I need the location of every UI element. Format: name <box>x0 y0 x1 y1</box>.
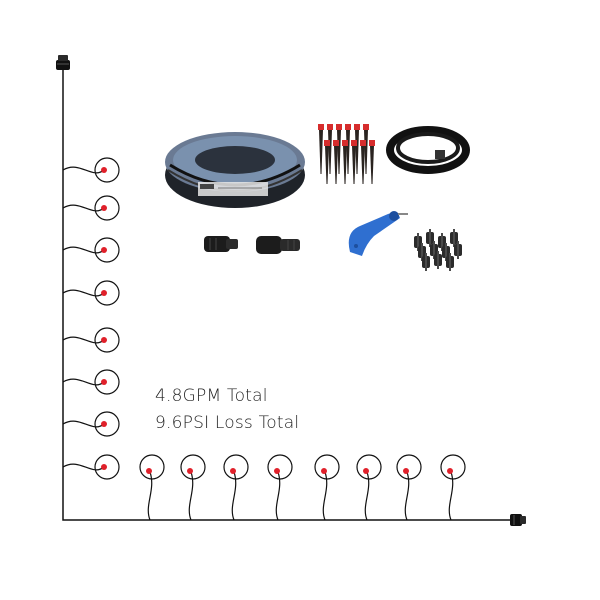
stake-cap <box>360 140 366 146</box>
emitter-ring <box>94 369 120 395</box>
emitter-dot <box>101 464 107 470</box>
emitter-dot <box>321 468 327 474</box>
emitter-dot <box>146 468 152 474</box>
emitter <box>62 327 120 353</box>
stake-cap <box>324 140 330 146</box>
stake-spike <box>334 146 338 184</box>
emitter-ring <box>94 280 120 306</box>
emitter-dot <box>447 468 453 474</box>
stake-cap <box>354 124 360 130</box>
emitter <box>356 454 382 521</box>
micro-tube-line <box>62 289 105 297</box>
emitter-ring <box>440 454 466 480</box>
emitter-dot <box>101 205 107 211</box>
emitter-ring <box>180 454 206 480</box>
emitter <box>62 280 120 306</box>
right-end-cap-icon <box>510 514 526 526</box>
stake-spike <box>370 146 374 184</box>
emitter-dot <box>403 468 409 474</box>
emitter-ring <box>396 454 422 480</box>
micro-tube-line <box>404 471 410 521</box>
emitter-dot <box>101 421 107 427</box>
micro-tube-line <box>62 166 105 174</box>
barbed-connector-icon <box>414 229 462 271</box>
stake-cap <box>369 140 375 146</box>
stake-cap <box>345 124 351 130</box>
emitter <box>62 411 120 437</box>
end-cap-icon <box>204 236 300 254</box>
emitter-ring <box>139 454 165 480</box>
emitter-ring <box>267 454 293 480</box>
micro-tube-line <box>62 378 105 386</box>
micro-tube-line <box>448 471 454 521</box>
micro-tube-line <box>62 420 105 428</box>
emitter <box>139 454 165 521</box>
emitter-dot <box>101 337 107 343</box>
total-flow-label: 4.8GPM Total <box>155 386 268 406</box>
stake-cap <box>351 140 357 146</box>
stake-cap <box>336 124 342 130</box>
micro-tube-line <box>364 471 370 521</box>
micro-tubing-icon <box>386 126 470 174</box>
emitter-group <box>62 157 466 521</box>
micro-tube-line <box>62 463 105 471</box>
emitter-ring <box>356 454 382 480</box>
stake-spike <box>343 146 347 184</box>
emitter-ring <box>223 454 249 480</box>
emitter <box>62 369 120 395</box>
stake-cap <box>363 124 369 130</box>
emitter-ring <box>314 454 340 480</box>
emitter-dot <box>363 468 369 474</box>
emitter-ring <box>94 327 120 353</box>
emitter-dot <box>101 167 107 173</box>
emitter-dot <box>101 290 107 296</box>
emitter <box>396 454 422 521</box>
mainline-tubing <box>62 70 512 521</box>
emitter <box>223 454 249 521</box>
stake-cap <box>333 140 339 146</box>
emitter <box>62 237 120 263</box>
stake-cap <box>318 124 324 130</box>
drip-stake-icon <box>318 124 375 184</box>
micro-tube-line <box>188 471 194 521</box>
mainline-path <box>62 70 512 521</box>
tubing-coil-icon <box>165 132 305 208</box>
emitter <box>314 454 340 521</box>
micro-tube-line <box>275 471 281 521</box>
emitter-ring <box>94 237 120 263</box>
micro-tube-line <box>231 471 237 521</box>
emitter <box>440 454 466 521</box>
emitter <box>62 454 120 480</box>
micro-tube-line <box>62 204 105 212</box>
micro-tube-line <box>147 471 153 521</box>
emitter-dot <box>187 468 193 474</box>
top-end-cap-icon <box>56 55 70 70</box>
micro-tube-line <box>322 471 328 521</box>
stake-cap <box>342 140 348 146</box>
emitter-dot <box>101 247 107 253</box>
emitter-ring <box>94 195 120 221</box>
hole-punch-icon <box>348 211 408 256</box>
emitter <box>180 454 206 521</box>
emitter-dot <box>101 379 107 385</box>
stake-spike <box>319 130 323 174</box>
emitter-ring <box>94 411 120 437</box>
emitter-ring <box>94 157 120 183</box>
micro-tube-line <box>62 246 105 254</box>
emitter-dot <box>274 468 280 474</box>
stake-spike <box>361 146 365 184</box>
emitter <box>62 195 120 221</box>
stake-spike <box>325 146 329 184</box>
micro-tube-line <box>62 336 105 344</box>
total-loss-label: 9.6PSI Loss Total <box>155 413 300 433</box>
stake-spike <box>352 146 356 184</box>
emitter <box>62 157 120 183</box>
emitter <box>267 454 293 521</box>
emitter-dot <box>230 468 236 474</box>
stake-cap <box>327 124 333 130</box>
emitter-ring <box>94 454 120 480</box>
